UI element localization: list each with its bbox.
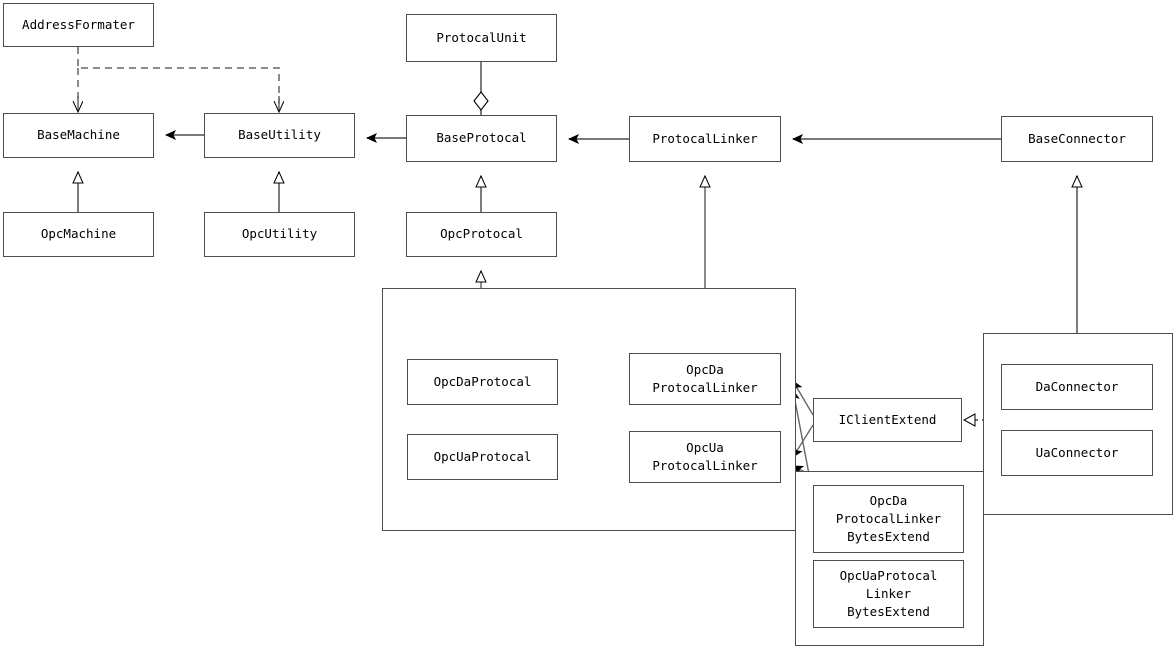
connector-group-container xyxy=(983,333,1173,515)
class-box-protocal-unit[interactable]: ProtocalUnit xyxy=(406,14,557,62)
class-box-opc-da-protocal-linker-bytes-extend[interactable]: OpcDa ProtocalLinker BytesExtend xyxy=(813,485,964,553)
class-box-base-protocal[interactable]: BaseProtocal xyxy=(406,115,557,162)
class-box-opc-utility[interactable]: OpcUtility xyxy=(204,212,355,257)
edge-iclientextend-opcdalinker xyxy=(792,380,814,416)
class-box-opc-ua-protocal-linker[interactable]: OpcUa ProtocalLinker xyxy=(629,431,781,483)
class-box-protocal-linker[interactable]: ProtocalLinker xyxy=(629,116,781,162)
class-box-opc-da-protocal[interactable]: OpcDaProtocal xyxy=(407,359,558,405)
class-box-opc-machine[interactable]: OpcMachine xyxy=(3,212,154,257)
edge-iclientextend-opcualinker xyxy=(792,424,814,458)
class-box-opc-protocal[interactable]: OpcProtocal xyxy=(406,212,557,257)
protocal-group-container xyxy=(382,288,796,531)
class-box-opc-ua-protocal-linker-bytes-extend[interactable]: OpcUaProtocal Linker BytesExtend xyxy=(813,560,964,628)
class-box-base-connector[interactable]: BaseConnector xyxy=(1001,116,1153,162)
class-box-address-formater[interactable]: AddressFormater xyxy=(3,3,154,47)
class-box-base-utility[interactable]: BaseUtility xyxy=(204,113,355,158)
class-box-da-connector[interactable]: DaConnector xyxy=(1001,364,1153,410)
class-box-ua-connector[interactable]: UaConnector xyxy=(1001,430,1153,476)
class-box-base-machine[interactable]: BaseMachine xyxy=(3,113,154,158)
class-box-opc-da-protocal-linker[interactable]: OpcDa ProtocalLinker xyxy=(629,353,781,405)
class-box-opc-ua-protocal[interactable]: OpcUaProtocal xyxy=(407,434,558,480)
edge-protocalunit-baseprotocal xyxy=(473,62,489,115)
edge-addressformater-dependencies xyxy=(77,47,280,104)
class-box-iclient-extend[interactable]: IClientExtend xyxy=(813,398,962,442)
